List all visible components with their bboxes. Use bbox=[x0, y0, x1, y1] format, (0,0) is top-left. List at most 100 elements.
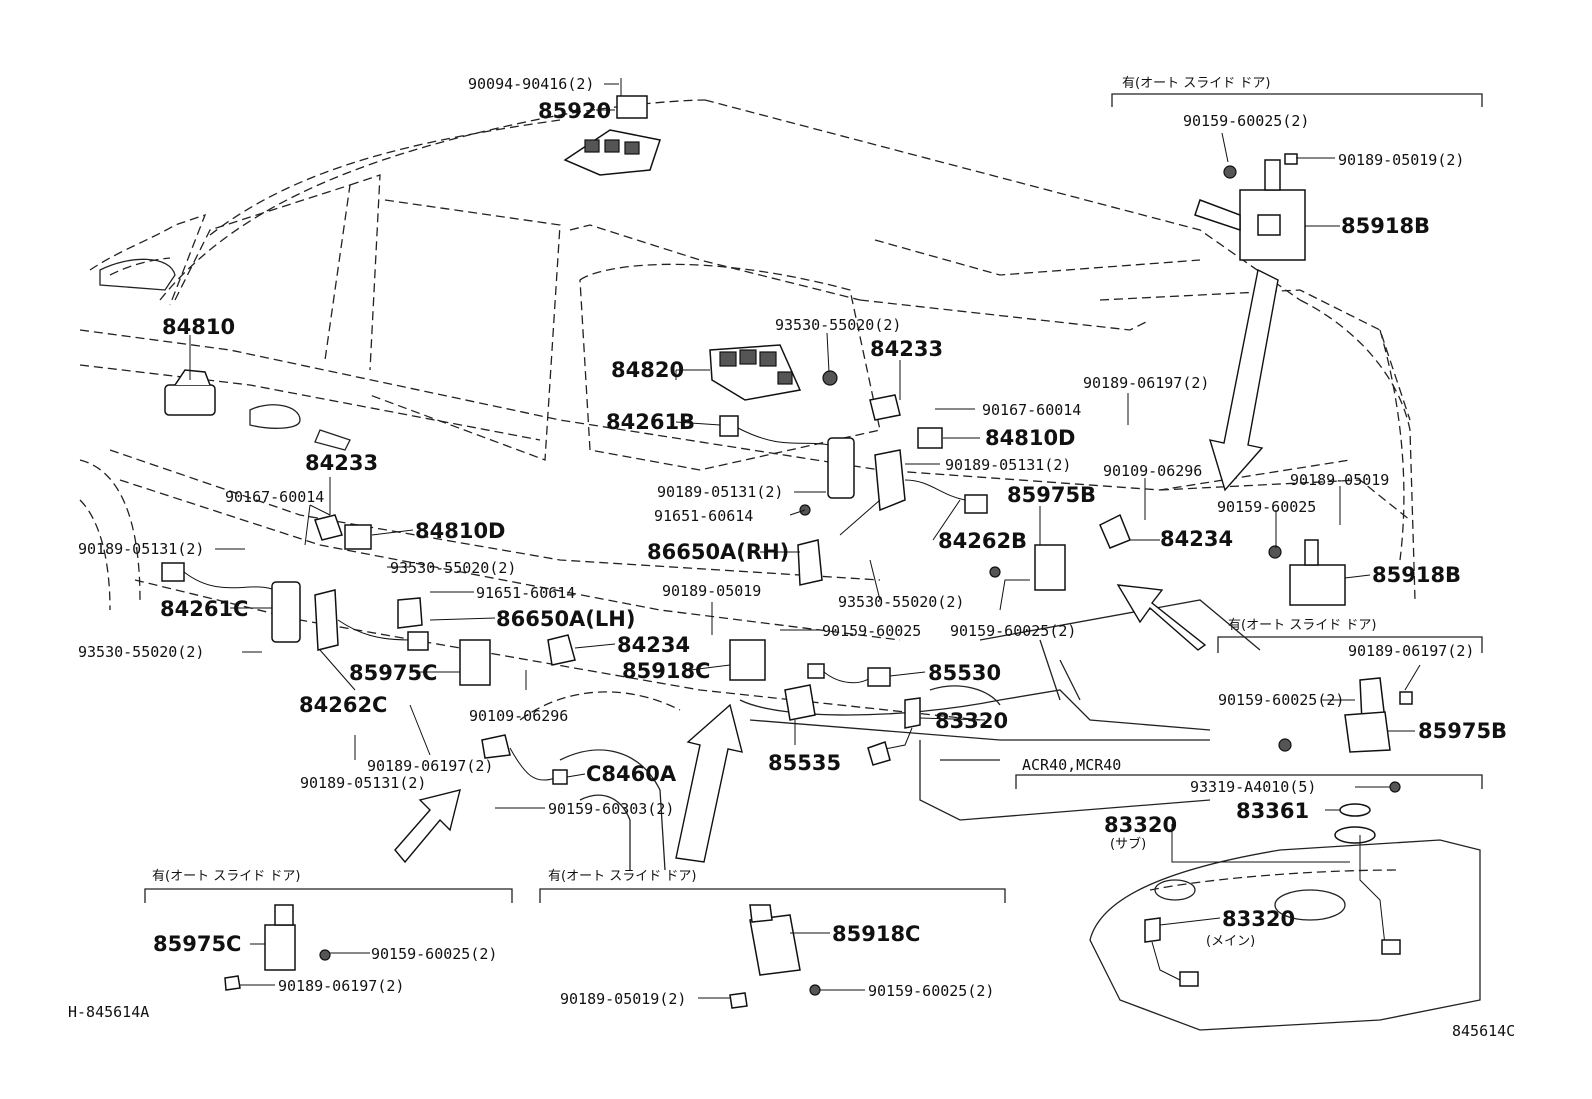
label-90159-60025-center: 90159-60025 bbox=[822, 622, 921, 640]
direction-arrows bbox=[394, 268, 1279, 864]
sender-83320-center bbox=[867, 697, 921, 766]
label-83320-center: 83320 bbox=[935, 709, 1008, 733]
label-91651-60614-center: 91651-60614 bbox=[654, 507, 753, 525]
label-85920: 85920 bbox=[538, 99, 611, 123]
label-auto-slide-door-bottom-left: 有(オート スライド ドア) bbox=[152, 869, 300, 884]
vehicle-body-outline bbox=[79, 99, 1416, 871]
label-90094-90416: 90094-90416(2) bbox=[468, 75, 594, 93]
label-84262B: 84262B bbox=[938, 529, 1027, 553]
label-90189-05019-top: 90189-05019(2) bbox=[1338, 151, 1464, 169]
label-85918B-right: 85918B bbox=[1372, 563, 1461, 587]
label-C8460A: C8460A bbox=[586, 762, 677, 786]
module-85975C-center bbox=[459, 639, 491, 686]
control-module-85918B-top bbox=[1194, 153, 1306, 261]
label-90109-06296-center: 90109-06296 bbox=[469, 707, 568, 725]
label-90159-60025-right-lower: 90159-60025(2) bbox=[1218, 691, 1344, 709]
label-93319-A4010: 93319-A4010(5) bbox=[1190, 778, 1316, 796]
label-90189-05131-center-lower: 90189-05131(2) bbox=[657, 483, 783, 501]
switch-84262C bbox=[314, 589, 429, 651]
label-90189-06197-left: 90189-06197(2) bbox=[367, 757, 493, 775]
overhead-switch-85920 bbox=[563, 78, 661, 176]
label-84233-left: 84233 bbox=[305, 451, 378, 475]
arrow-down-right bbox=[1208, 268, 1279, 492]
switch-84234-center bbox=[547, 634, 576, 666]
label-90189-06197-right: 90189-06197(2) bbox=[1348, 642, 1474, 660]
label-91651-60614-left: 91651-60614 bbox=[476, 584, 575, 602]
label-85918C-center: 85918C bbox=[622, 659, 710, 683]
label-90159-60303: 90159-60303(2) bbox=[548, 800, 674, 818]
label-auto-slide-door-top: 有(オート スライド ドア) bbox=[1122, 76, 1270, 91]
lock-switch-84810D-left bbox=[344, 524, 372, 550]
label-90167-60014-center: 90167-60014 bbox=[982, 401, 1081, 419]
label-83361: 83361 bbox=[1236, 799, 1309, 823]
label-90159-60025-inset-left: 90159-60025(2) bbox=[371, 945, 497, 963]
buzzer-86650A-LH bbox=[397, 597, 423, 629]
label-85530: 85530 bbox=[928, 661, 1001, 685]
control-module-85918B-right bbox=[1268, 539, 1346, 606]
label-84261B: 84261B bbox=[606, 410, 695, 434]
buzzer-86650A-RH bbox=[797, 504, 823, 586]
label-86650A-RH: 86650A(RH) bbox=[647, 540, 789, 564]
label-84234-center: 84234 bbox=[617, 633, 690, 657]
label-90189-05131-center: 90189-05131(2) bbox=[945, 456, 1071, 474]
label-90159-60025-center-right: 90159-60025(2) bbox=[950, 622, 1076, 640]
part-labels: 90094-90416(2) 85920 有(オート スライド ドア) 9015… bbox=[68, 75, 1515, 1040]
label-84262C: 84262C bbox=[299, 693, 387, 717]
module-85975B-right bbox=[1278, 677, 1413, 753]
label-84233-center: 84233 bbox=[870, 337, 943, 361]
label-ACR40-MCR40: ACR40,MCR40 bbox=[1022, 756, 1121, 774]
label-diagram-id-left: H-845614A bbox=[68, 1003, 149, 1021]
label-90189-06197-center: 90189-06197(2) bbox=[1083, 374, 1209, 392]
switch-84234-right bbox=[1099, 513, 1131, 549]
label-90189-05131-left-lower: 90189-05131(2) bbox=[300, 774, 426, 792]
label-85975C-center: 85975C bbox=[349, 661, 437, 685]
label-84810D-center: 84810D bbox=[985, 426, 1076, 450]
module-85975C-inset bbox=[224, 904, 331, 991]
label-diagram-id-right: 845614C bbox=[1452, 1022, 1515, 1040]
parts bbox=[161, 78, 1481, 1031]
label-84234-right: 84234 bbox=[1160, 527, 1233, 551]
label-90159-60025-top: 90159-60025(2) bbox=[1183, 112, 1309, 130]
label-85535: 85535 bbox=[768, 751, 841, 775]
label-93530-55020-left: 93530-55020(2) bbox=[390, 559, 516, 577]
label-83320-main: 83320 bbox=[1222, 907, 1295, 931]
label-84810D-left: 84810D bbox=[415, 519, 506, 543]
label-90167-60014-left: 90167-60014 bbox=[225, 488, 324, 506]
label-93530-55020-center-lower: 93530-55020(2) bbox=[838, 593, 964, 611]
leader-lines bbox=[189, 83, 1421, 999]
relay-85535 bbox=[784, 684, 816, 721]
label-90189-06197-inset: 90189-06197(2) bbox=[278, 977, 404, 995]
label-90159-60025-right: 90159-60025 bbox=[1217, 498, 1316, 516]
label-84810: 84810 bbox=[162, 315, 235, 339]
master-switch-84820 bbox=[709, 344, 802, 401]
switch-84233-left bbox=[314, 514, 343, 541]
arrow-up-left-right bbox=[1116, 584, 1207, 651]
arrow-up-right-left bbox=[394, 789, 461, 864]
arrow-up-center bbox=[675, 703, 743, 863]
label-84261C: 84261C bbox=[160, 597, 248, 621]
label-90109-06296-right: 90109-06296 bbox=[1103, 462, 1202, 480]
lock-switch-84810 bbox=[164, 369, 216, 416]
switch-84262B bbox=[874, 449, 988, 514]
label-90189-05019-center: 90189-05019 bbox=[662, 582, 761, 600]
label-auto-slide-door-bottom-center: 有(オート スライド ドア) bbox=[548, 869, 696, 884]
module-85975B-center bbox=[989, 544, 1066, 591]
label-90159-60025-inset-center: 90159-60025(2) bbox=[868, 982, 994, 1000]
wire-84261C bbox=[161, 562, 301, 643]
label-83320-sub: 83320 bbox=[1104, 813, 1177, 837]
label-main: (メイン) bbox=[1206, 934, 1255, 949]
fuel-tank-inset bbox=[1089, 781, 1481, 1031]
label-85975B-center: 85975B bbox=[1007, 483, 1096, 507]
sensor-C8460A bbox=[481, 734, 568, 785]
label-sub: (サブ) bbox=[1110, 836, 1146, 852]
wire-84261B bbox=[719, 415, 855, 499]
label-93530-55020-left-lower: 93530-55020(2) bbox=[78, 643, 204, 661]
lock-switch-84810D-center bbox=[917, 427, 943, 449]
label-90189-05131-left: 90189-05131(2) bbox=[78, 540, 204, 558]
label-90189-05019-right: 90189-05019 bbox=[1290, 471, 1389, 489]
label-90189-05019-inset: 90189-05019(2) bbox=[560, 990, 686, 1008]
label-85918B-top: 85918B bbox=[1341, 214, 1430, 238]
label-85975B-right: 85975B bbox=[1418, 719, 1507, 743]
label-86650A-LH: 86650A(LH) bbox=[496, 607, 635, 631]
label-auto-slide-door-right: 有(オート スライド ドア) bbox=[1228, 618, 1376, 633]
